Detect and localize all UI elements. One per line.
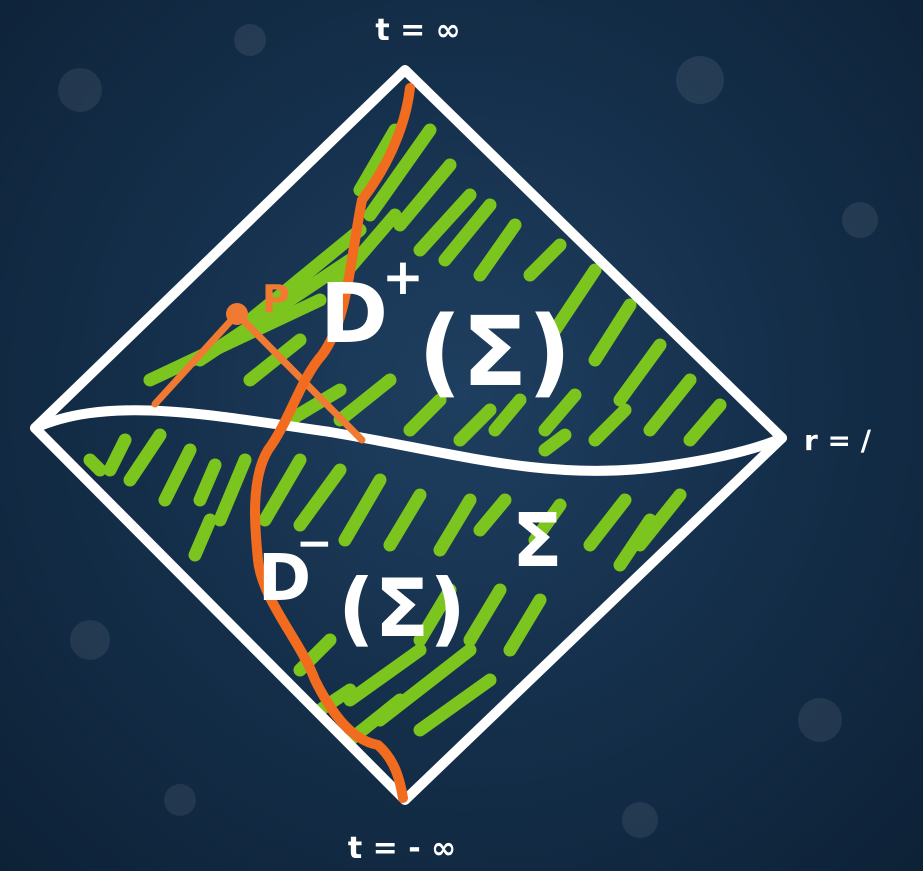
hatch-stroke: [353, 123, 402, 197]
hatch-stroke: [143, 293, 327, 387]
future-domain-arg: (Σ): [418, 296, 571, 408]
hatch-stroke: [683, 398, 727, 447]
cauchy-surface-curve: [30, 405, 787, 476]
hatch-stroke: [193, 458, 222, 507]
hatch-stroke: [588, 403, 632, 447]
past-domain-sup: −: [296, 518, 333, 569]
hatch-stroke: [293, 463, 347, 532]
label-t-infinity: t = ∞: [375, 13, 460, 48]
future-domain-d: D: [320, 267, 388, 362]
hatch-stroke: [413, 583, 457, 647]
hatch-stroke: [413, 673, 497, 737]
hatch-stroke: [538, 428, 572, 457]
hatch-stroke: [548, 263, 602, 337]
point-p-label: P: [262, 277, 290, 321]
hatch-stroke: [83, 453, 107, 477]
hatch-stroke: [258, 453, 307, 527]
label-r-boundary: r = ∕: [804, 424, 872, 457]
hatch-stroke: [488, 393, 527, 437]
light-cone-right-line: [233, 310, 366, 444]
worldline-curve: [250, 83, 415, 803]
hatch-stroke: [613, 338, 667, 407]
hatch-stroke: [473, 218, 522, 282]
hatch-stroke: [403, 393, 447, 437]
future-domain-sup: +: [382, 248, 424, 306]
hatch-stroke: [123, 428, 167, 487]
past-domain-d: D: [258, 542, 311, 616]
past-domain-arg: (Σ): [338, 562, 466, 655]
hatch-stroke: [243, 223, 367, 327]
hatch-stroke: [188, 513, 217, 562]
hatch-stroke: [588, 298, 637, 367]
hatch-stroke: [433, 493, 477, 557]
hatch-stroke: [583, 493, 632, 552]
hatch-stroke: [103, 433, 132, 477]
hatch-stroke: [438, 198, 497, 267]
hatch-stroke: [503, 593, 547, 657]
hatch-stroke: [453, 403, 497, 447]
hatch-stroke: [283, 383, 347, 427]
hatch-stroke: [523, 238, 567, 282]
hatch-stroke: [413, 188, 477, 257]
hatch-stroke: [528, 498, 567, 547]
background-texture: [58, 24, 878, 838]
hatch-stroke: [383, 488, 427, 552]
surface-sigma-label: Σ: [512, 498, 563, 584]
hatch-stroke: [463, 583, 507, 647]
hatch-stroke: [538, 388, 582, 437]
hatch-stroke: [393, 158, 457, 232]
hatch-stroke: [158, 443, 197, 507]
hatch-stroke: [213, 453, 252, 527]
hatch-stroke: [333, 373, 397, 427]
hatch-stroke: [343, 643, 427, 707]
domain-hatching: [83, 123, 727, 747]
light-cone-left-line: [151, 310, 241, 408]
hatch-stroke: [338, 473, 387, 547]
hatch-stroke: [643, 373, 697, 437]
hatch-stroke: [363, 123, 437, 222]
label-t-minus-infinity: t = - ∞: [348, 831, 456, 866]
hatch-stroke: [243, 333, 307, 387]
hatch-stroke: [473, 493, 512, 537]
point-p-dot: [226, 303, 248, 325]
hatch-stroke: [613, 513, 657, 572]
